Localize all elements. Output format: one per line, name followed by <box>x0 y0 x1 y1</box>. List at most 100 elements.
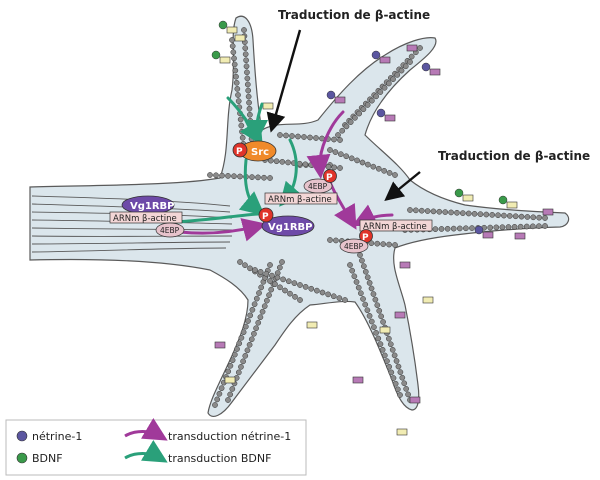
actin-filaments <box>207 27 548 408</box>
actin-bead <box>277 284 283 291</box>
membrane-receptors <box>211 20 554 436</box>
actin-bead <box>248 136 255 142</box>
actin-bead <box>394 72 401 78</box>
netrin-receptor <box>379 56 391 64</box>
actin-bead <box>390 375 397 381</box>
vg1rbp-left-complex: Vg1RBP ARNm β-actine 4EBP <box>109 195 185 238</box>
actin-bead <box>255 319 262 326</box>
arnm-left-label: ARNm β-actine <box>113 214 177 224</box>
actin-bead <box>287 290 293 297</box>
actin-bead <box>386 241 392 248</box>
actin-bead <box>261 174 267 181</box>
actin-bead <box>407 59 413 65</box>
actin-bead <box>256 290 262 296</box>
actin-bead <box>251 330 257 337</box>
actin-bead <box>380 241 387 247</box>
actin-bead <box>385 335 392 342</box>
bdnf-receptor <box>262 102 274 110</box>
actin-bead <box>297 282 303 288</box>
actin-bead <box>244 347 251 354</box>
actin-bead <box>369 97 375 104</box>
actin-bead <box>465 210 472 217</box>
actin-bead <box>375 165 382 172</box>
actin-bead <box>529 223 536 230</box>
legend-netrin-arrow-icon <box>124 417 168 441</box>
actin-bead <box>381 352 388 359</box>
actin-bead <box>273 158 280 165</box>
netrin-receptor <box>482 231 494 239</box>
actin-bead <box>283 132 289 139</box>
actin-bead <box>259 308 266 315</box>
actin-bead <box>246 105 253 112</box>
netrin-receptor <box>214 341 226 349</box>
actin-bead <box>229 386 236 392</box>
actin-bead <box>387 341 394 348</box>
actin-bead <box>459 210 466 216</box>
translation-callout-arrows <box>266 29 421 202</box>
netrin-receptor <box>399 261 411 269</box>
ebp-center-label: 4EBP <box>308 182 328 191</box>
netrin-receptor <box>542 208 554 216</box>
actin-bead <box>536 214 542 221</box>
actin-bead <box>392 242 398 248</box>
actin-bead <box>380 319 386 325</box>
actin-bead <box>456 225 463 232</box>
actin-bead <box>237 173 243 180</box>
actin-bead <box>280 276 286 283</box>
actin-bead <box>255 174 261 181</box>
actin-bead <box>377 341 384 347</box>
actin-bead <box>448 209 454 216</box>
bdnf-receptor <box>506 201 518 209</box>
actin-bead <box>319 289 326 296</box>
actin-bead <box>231 173 237 180</box>
actin-bead <box>257 314 264 321</box>
actin-bead <box>314 287 320 294</box>
arnm-center-label: ARNm β-actine <box>268 195 332 205</box>
arnm-left-box <box>109 211 183 224</box>
actin-bead <box>379 346 386 353</box>
actin-bead <box>517 223 524 230</box>
actin-bead <box>247 265 253 272</box>
actin-bead <box>263 270 270 277</box>
actin-bead <box>307 134 313 141</box>
actin-bead <box>232 67 239 74</box>
actin-bead <box>261 303 268 310</box>
actin-bead <box>483 211 490 218</box>
bdnf-receptor <box>306 321 318 329</box>
bdnf-transduction-arrows <box>173 96 304 224</box>
actin-bead <box>297 297 303 303</box>
actin-bead <box>292 293 298 300</box>
actin-bead <box>225 397 231 403</box>
actin-bead <box>236 340 243 347</box>
actin-bead <box>398 67 405 74</box>
actin-bead <box>359 257 365 264</box>
actin-bead <box>506 213 513 219</box>
actin-bead <box>374 302 381 309</box>
actin-bead <box>542 223 548 229</box>
actin-bead <box>219 172 225 179</box>
actin-bead <box>243 63 250 70</box>
actin-bead <box>356 110 363 117</box>
actin-bead <box>432 226 439 232</box>
ebp-center-phosphate-label: P <box>326 173 333 183</box>
actin-bead <box>347 119 354 125</box>
arnm-right-box <box>359 219 433 232</box>
actin-bead <box>239 134 246 141</box>
actin-bead <box>274 274 281 281</box>
netrin-ball-icon <box>371 50 381 60</box>
actin-bead <box>397 392 403 398</box>
actin-bead <box>249 306 256 313</box>
callout-translation-top: Traduction de β-actine <box>278 8 430 22</box>
actin-bead <box>332 149 339 155</box>
actin-bead <box>247 111 253 118</box>
bdnf-ball-icon <box>454 188 464 198</box>
actin-bead <box>370 291 377 297</box>
actin-bead <box>463 225 469 232</box>
netrin-ball-icon <box>376 108 386 118</box>
actin-bead <box>269 272 275 279</box>
actin-bead <box>229 37 235 43</box>
actin-bead <box>247 312 254 319</box>
bdnf-ball-icon <box>211 50 221 60</box>
actin-bead <box>267 262 273 268</box>
vg1rbp-phosphate-label: P <box>262 212 269 222</box>
